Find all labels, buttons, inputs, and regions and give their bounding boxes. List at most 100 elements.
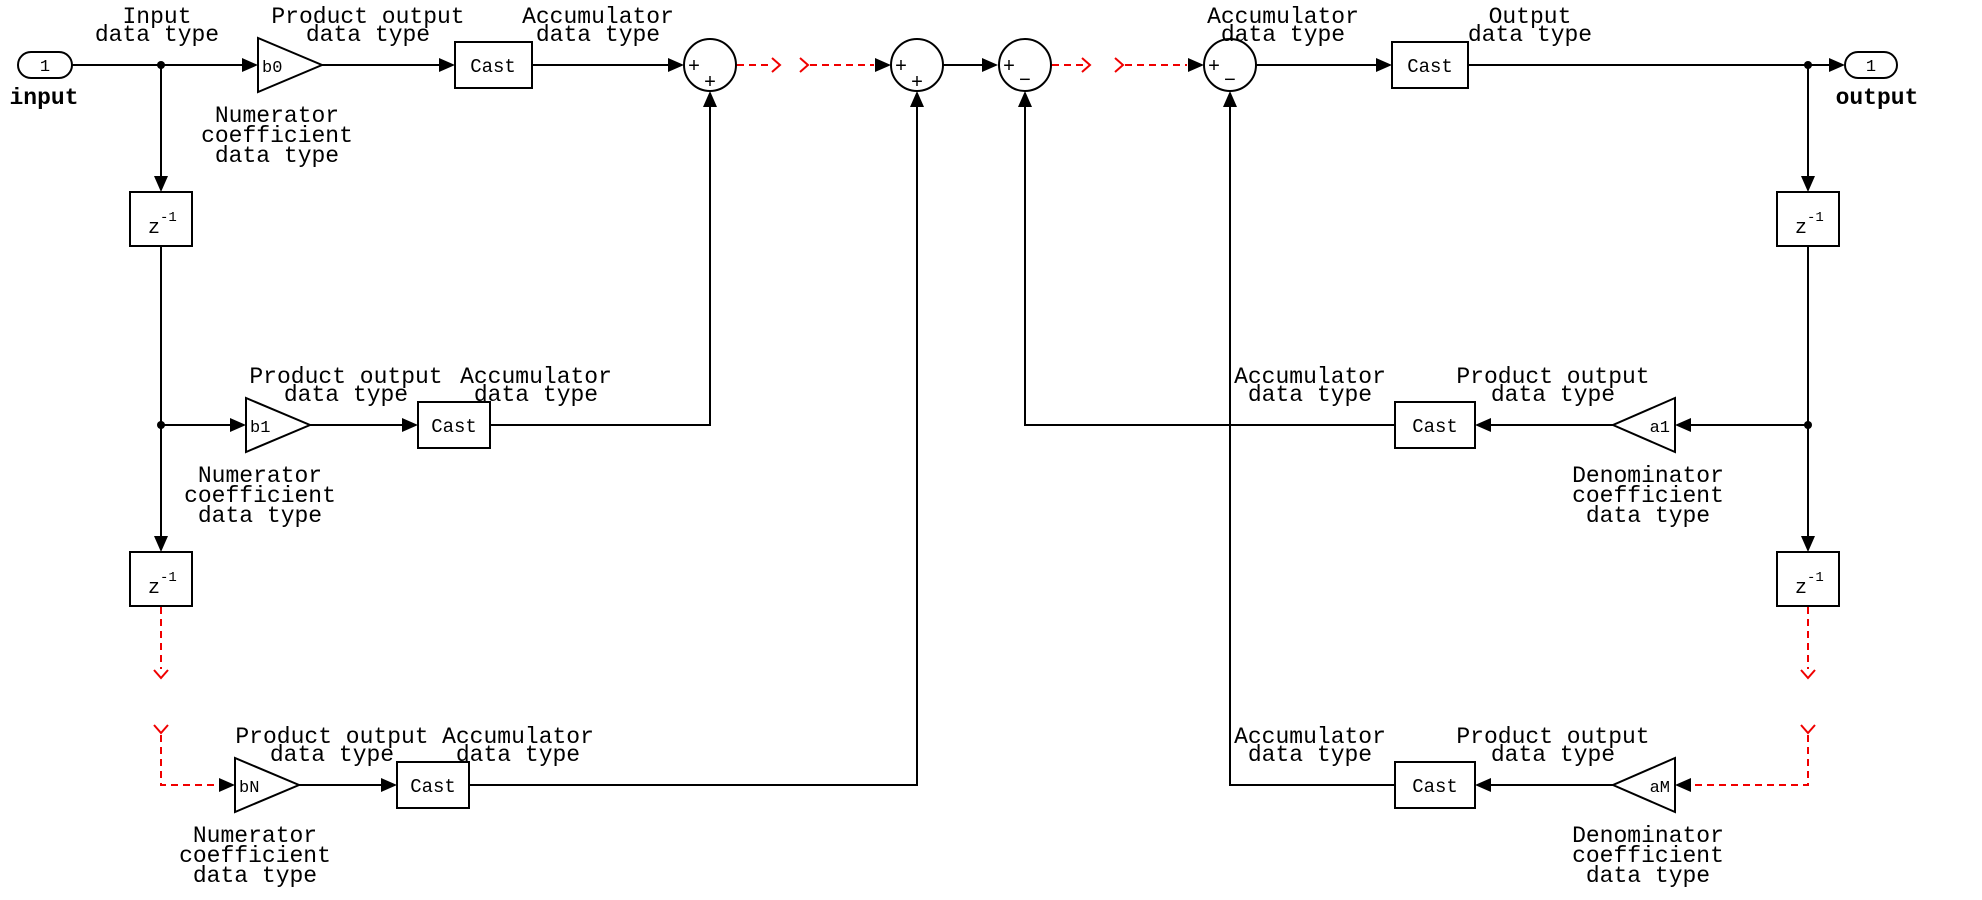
output-port-number: 1 xyxy=(1866,58,1876,77)
numerator-coefficient-data-type-label: data type xyxy=(215,143,339,169)
delay-block-left-1[interactable]: z-1 xyxy=(129,191,193,247)
product-output-data-type-label: data type xyxy=(270,742,394,768)
cast-label: Cast xyxy=(1412,776,1458,798)
svg-text:z-1: z-1 xyxy=(148,570,177,600)
delay-base: z xyxy=(1795,217,1807,240)
wire-arrowheads xyxy=(154,58,1845,792)
delay-block-left-2[interactable]: z-1 xyxy=(129,551,193,607)
svg-text:z-1: z-1 xyxy=(1795,210,1824,240)
cast-label: Cast xyxy=(1407,56,1453,78)
product-output-data-type-label: Product output xyxy=(1456,364,1649,390)
sum-sign-bottom: + xyxy=(911,72,923,95)
sum-sign-left: + xyxy=(1208,56,1220,79)
denominator-coefficient-data-type-label: Denominator xyxy=(1572,463,1724,489)
input-port[interactable]: 1 xyxy=(17,51,73,79)
denominator-coefficient-data-type-label: coefficient xyxy=(1572,483,1724,509)
gain-bN-label: bN xyxy=(239,779,259,798)
gain-b1[interactable]: b1 xyxy=(245,396,313,454)
accumulator-data-type-label: Accumulator xyxy=(1207,4,1359,30)
delay-base: z xyxy=(148,217,160,240)
output-data-type-label: data type xyxy=(1468,22,1592,48)
input-data-type-label: Input xyxy=(122,4,191,30)
delay-exponent: -1 xyxy=(1807,570,1824,586)
sum-sign-bottom: − xyxy=(1224,70,1236,93)
numerator-coefficient-data-type-label: data type xyxy=(193,863,317,889)
cast-label: Cast xyxy=(1412,416,1458,438)
numerator-coefficient-data-type-label: Numerator xyxy=(198,463,322,489)
gain-bN[interactable]: bN xyxy=(234,756,302,814)
output-port-name: output xyxy=(1836,85,1919,111)
accumulator-data-type-label: Accumulator xyxy=(1234,364,1386,390)
numerator-coefficient-data-type-label: data type xyxy=(198,503,322,529)
accumulator-data-type-label: data type xyxy=(1248,382,1372,408)
gain-a1-label: a1 xyxy=(1650,419,1670,438)
accumulator-data-type-label: Accumulator xyxy=(1234,724,1386,750)
cast-block-a1[interactable]: Cast xyxy=(1394,401,1476,449)
product-output-data-type-label: data type xyxy=(284,382,408,408)
denominator-coefficient-data-type-label: coefficient xyxy=(1572,843,1724,869)
cast-block-b1[interactable]: Cast xyxy=(417,401,491,449)
accumulator-data-type-label: data type xyxy=(1221,22,1345,48)
cast-block-aM[interactable]: Cast xyxy=(1394,761,1476,809)
delay-base: z xyxy=(148,577,160,600)
product-output-data-type-label: data type xyxy=(1491,742,1615,768)
accumulator-data-type-label: data type xyxy=(536,22,660,48)
delay-exponent: -1 xyxy=(160,210,177,226)
cast-label: Cast xyxy=(410,776,456,798)
gain-aM-label: aM xyxy=(1650,779,1670,798)
svg-text:z-1: z-1 xyxy=(148,210,177,240)
cast-block-b0[interactable]: Cast xyxy=(454,41,533,89)
gain-b0[interactable]: b0 xyxy=(257,36,325,94)
denominator-coefficient-data-type-label: data type xyxy=(1586,503,1710,529)
accumulator-data-type-label: Accumulator xyxy=(442,724,594,750)
output-port[interactable]: 1 xyxy=(1844,51,1898,79)
product-output-data-type-label: Product output xyxy=(1456,724,1649,750)
data-type-labels: Input data type Product output data type… xyxy=(95,4,1724,889)
delay-base: z xyxy=(1795,577,1807,600)
svg-text:z-1: z-1 xyxy=(1795,570,1824,600)
denominator-coefficient-data-type-label: data type xyxy=(1586,863,1710,889)
numerator-coefficient-data-type-label: Numerator xyxy=(215,103,339,129)
sum-sign-left: + xyxy=(895,56,907,79)
accumulator-data-type-label: Accumulator xyxy=(460,364,612,390)
input-port-name: input xyxy=(9,85,78,111)
numerator-coefficient-data-type-label: coefficient xyxy=(201,123,353,149)
numerator-coefficient-data-type-label: coefficient xyxy=(184,483,336,509)
gain-b0-label: b0 xyxy=(262,59,282,78)
delay-block-right-2[interactable]: z-1 xyxy=(1776,551,1840,607)
accumulator-data-type-label: data type xyxy=(1248,742,1372,768)
gain-a1[interactable]: a1 xyxy=(1610,396,1676,454)
sum-sign-left: + xyxy=(688,56,700,79)
accumulator-data-type-label: data type xyxy=(474,382,598,408)
cast-label: Cast xyxy=(431,416,477,438)
output-data-type-label: Output xyxy=(1489,4,1572,30)
input-port-number: 1 xyxy=(40,58,50,77)
sum-junction-2[interactable]: + + xyxy=(890,38,944,95)
product-output-data-type-label: Product output xyxy=(235,724,428,750)
cast-label: Cast xyxy=(470,56,516,78)
sum-junction-3[interactable]: + − xyxy=(998,38,1052,93)
sum-sign-bottom: − xyxy=(1019,70,1031,93)
continuation-arrows xyxy=(153,57,1816,786)
accumulator-data-type-label: Accumulator xyxy=(522,4,674,30)
branch-points xyxy=(157,61,1812,429)
sum-sign-left: + xyxy=(1003,56,1015,79)
signal-wires xyxy=(72,64,1833,786)
cast-block-output[interactable]: Cast xyxy=(1391,41,1469,89)
input-data-type-label: data type xyxy=(95,22,219,48)
numerator-coefficient-data-type-label: coefficient xyxy=(179,843,331,869)
cast-block-bN[interactable]: Cast xyxy=(396,761,470,809)
sum-junction-4[interactable]: + − xyxy=(1203,38,1257,93)
numerator-coefficient-data-type-label: Numerator xyxy=(193,823,317,849)
product-output-data-type-label: Product output xyxy=(271,4,464,30)
product-output-data-type-label: Product output xyxy=(249,364,442,390)
sum-junction-1[interactable]: + + xyxy=(683,38,737,95)
denominator-coefficient-data-type-label: Denominator xyxy=(1572,823,1724,849)
gain-aM[interactable]: aM xyxy=(1610,756,1676,814)
accumulator-data-type-label: data type xyxy=(456,742,580,768)
product-output-data-type-label: data type xyxy=(1491,382,1615,408)
delay-block-right-1[interactable]: z-1 xyxy=(1776,191,1840,247)
delay-exponent: -1 xyxy=(1807,210,1824,226)
sum-sign-bottom: + xyxy=(704,72,716,95)
